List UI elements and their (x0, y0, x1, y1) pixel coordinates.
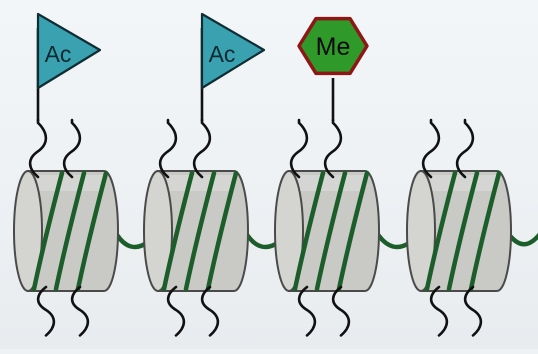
nucleosome-4 (407, 120, 511, 335)
nucleosome-2 (144, 120, 248, 335)
histone-tail-upper (325, 120, 341, 177)
histone-mark-layer: Ac Ac Me (38, 14, 367, 121)
nucleosome-3 (275, 120, 379, 335)
linker-dna-2 (244, 230, 279, 247)
histone-core-highlight (421, 175, 497, 191)
histone-tail-lower (202, 287, 218, 335)
histone-tail-upper (194, 120, 210, 177)
histone-tail-lower (333, 287, 349, 335)
histone-tail-lower (168, 287, 184, 335)
histone-tail-upper (457, 120, 473, 177)
histone-core-highlight (28, 175, 104, 191)
histone-tail-lower (299, 287, 315, 335)
acetyl-label: Ac (209, 41, 236, 67)
histone-tail-lower (431, 287, 447, 335)
histone-tail-upper (160, 120, 176, 177)
histone-tail-lower (465, 287, 481, 335)
nucleosome-layer (14, 120, 511, 335)
histone-core-highlight (158, 175, 234, 191)
acetyl-flag: Ac (38, 14, 100, 88)
histone-tail-upper (30, 120, 46, 177)
histone-tail-upper (423, 120, 439, 177)
linker-dna-1 (114, 230, 148, 247)
methyl-label: Me (316, 33, 351, 61)
methyl-marker: Me (299, 19, 367, 74)
histone-tail-lower (38, 287, 54, 335)
acetyl-label: Ac (45, 41, 72, 67)
histone-core-highlight (289, 175, 365, 191)
nucleosome-1 (14, 120, 118, 335)
histone-tail-upper (291, 120, 307, 177)
histone-tail-lower (72, 287, 88, 335)
linker-dna-3 (375, 230, 411, 247)
histone-tail-upper (64, 120, 80, 177)
acetyl-flag: Ac (202, 14, 264, 88)
